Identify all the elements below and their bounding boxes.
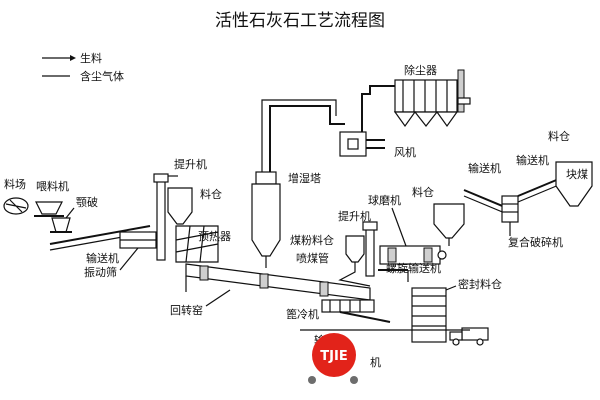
label-elevator-top: 提升机 xyxy=(174,157,207,171)
label-bottom-machine: 机 xyxy=(370,355,381,369)
pager-dot[interactable] xyxy=(350,376,358,384)
label-cooler: 篦冷机 xyxy=(286,307,319,321)
label-fan: 风机 xyxy=(394,145,416,159)
label-bin-top: 料仓 xyxy=(200,187,222,201)
cooler xyxy=(321,299,391,323)
jaw-crusher xyxy=(50,217,72,233)
label-coal-bin: 料仓 xyxy=(412,185,434,199)
pulverized-coal-bin xyxy=(345,235,365,263)
legend-raw-arrow xyxy=(70,55,76,61)
label-coal-injection-pipe: 喷煤管 xyxy=(296,251,329,265)
label-conveyor-left: 输送机 xyxy=(86,251,119,265)
label-rotary-kiln: 回转窑 xyxy=(170,303,203,317)
pager-dots[interactable] xyxy=(308,376,358,384)
truck-icon xyxy=(449,327,489,346)
rotary-kiln xyxy=(185,263,371,301)
label-compound-crusher: 复合破碎机 xyxy=(508,235,563,249)
elevator-left xyxy=(153,173,169,261)
label-humidifier-tower: 增湿塔 xyxy=(288,171,321,185)
duct-tower-to-fan xyxy=(269,105,345,172)
label-elevator-mid: 提升机 xyxy=(338,209,371,223)
elevator-mid xyxy=(362,221,378,277)
duct-fan-to-collector xyxy=(361,85,395,136)
label-stock-yard: 料场 xyxy=(4,177,26,191)
label-conveyor-right2: 输送机 xyxy=(516,153,549,167)
label-sealed-silo: 密封料仓 xyxy=(458,277,502,291)
legend-dusty-gas: 含尘气体 xyxy=(80,69,124,83)
bin-top xyxy=(167,187,193,225)
label-vibrating-screen: 振动筛 xyxy=(84,265,117,279)
label-preheater: 预热器 xyxy=(198,230,231,243)
label-feeder: 喂料机 xyxy=(36,179,69,193)
label-dust-collector: 除尘器 xyxy=(404,63,437,77)
label-lump-coal: 块煤 xyxy=(566,168,588,181)
coal-injection-pipe xyxy=(338,262,371,287)
bin-right xyxy=(555,161,593,207)
fan xyxy=(339,131,385,157)
coal-bin xyxy=(433,203,465,246)
screw-conveyor xyxy=(378,269,409,282)
label-crusher: 颚破 xyxy=(76,195,98,209)
legend: 生料 含尘气体 xyxy=(42,51,124,83)
label-conveyor-right: 输送机 xyxy=(468,161,501,175)
label-ball-mill: 球磨机 xyxy=(368,193,401,207)
preheater xyxy=(175,225,219,263)
legend-raw-material: 生料 xyxy=(80,51,102,65)
diagram-title: 活性石灰石工艺流程图 xyxy=(215,11,385,31)
conveyor-left xyxy=(49,225,157,251)
logo-circle xyxy=(312,333,356,377)
logo-badge: TJIE xyxy=(312,333,356,377)
compound-crusher xyxy=(501,195,519,223)
label-pulverized-coal-bin: 煤粉料仓 xyxy=(290,233,334,247)
ball-mill xyxy=(379,245,447,265)
duct-outer xyxy=(261,99,337,172)
label-screw-conveyor: 螺旋输送机 xyxy=(386,261,441,275)
stock-yard xyxy=(3,197,29,215)
logo-text: TJIE xyxy=(320,349,347,364)
dust-collector xyxy=(393,69,471,128)
feeder xyxy=(34,201,64,217)
humidifier-tower xyxy=(251,171,281,268)
label-bin-right: 料仓 xyxy=(548,129,570,143)
sealed-silo xyxy=(411,287,447,343)
pager-dot[interactable] xyxy=(308,376,316,384)
